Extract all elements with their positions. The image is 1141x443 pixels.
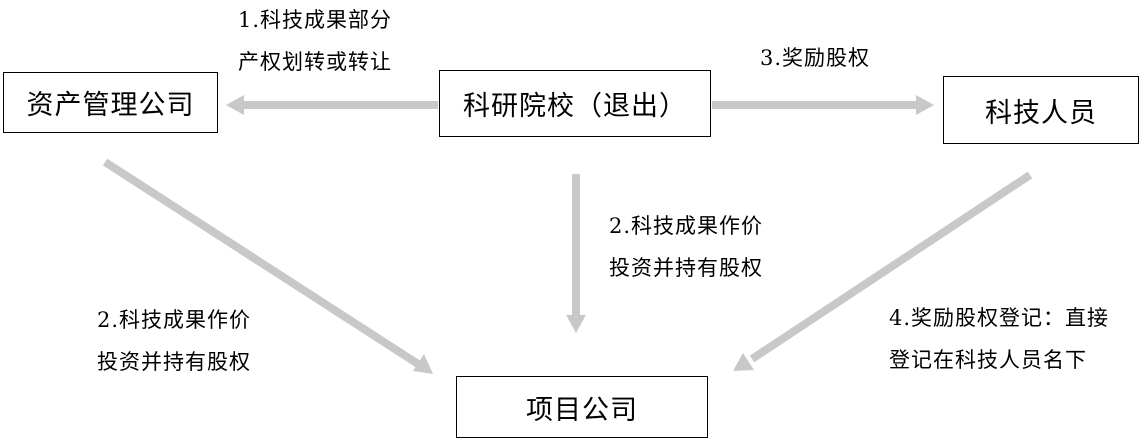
university-box: 科研院校（退出）	[439, 70, 711, 137]
arrowhead-register	[733, 353, 754, 371]
tech-staff-box: 科技人员	[943, 76, 1139, 144]
register-label-line1: 4.奖励股权登记：直接	[889, 306, 1110, 330]
asset-company-label: 资产管理公司	[26, 90, 195, 121]
reward-label-text: 3.奖励股权	[760, 46, 871, 70]
arrowhead-invest-left	[413, 354, 433, 374]
invest-left-label-line1: 2.科技成果作价	[97, 308, 252, 332]
transfer-label: 1.科技成果部分 产权划转或转让	[238, 0, 392, 83]
arrowhead-reward	[916, 95, 934, 115]
invest-left-label: 2.科技成果作价 投资并持有股权	[97, 299, 251, 383]
invest-center-label-line1: 2.科技成果作价	[609, 214, 764, 238]
invest-left-label-line2: 投资并持有股权	[97, 350, 251, 374]
transfer-label-line1: 1.科技成果部分	[238, 8, 393, 32]
university-label: 科研院校（退出）	[463, 91, 687, 122]
register-label-line2: 登记在科技人员名下	[889, 348, 1087, 372]
project-company-label: 项目公司	[526, 394, 638, 426]
register-label: 4.奖励股权登记：直接 登记在科技人员名下	[889, 297, 1109, 381]
arrow-register	[749, 171, 1033, 363]
reward-label: 3.奖励股权	[760, 37, 870, 79]
invest-center-label: 2.科技成果作价 投资并持有股权	[609, 205, 763, 289]
arrowhead-transfer	[226, 95, 244, 115]
tech-staff-label: 科技人员	[985, 97, 1097, 129]
project-company-box: 项目公司	[456, 376, 708, 438]
transfer-label-line2: 产权划转或转让	[238, 50, 392, 74]
asset-company-box: 资产管理公司	[3, 72, 218, 133]
arrow-invest-left	[102, 158, 421, 368]
arrowhead-invest-center	[566, 315, 586, 333]
invest-center-label-line2: 投资并持有股权	[609, 256, 763, 280]
